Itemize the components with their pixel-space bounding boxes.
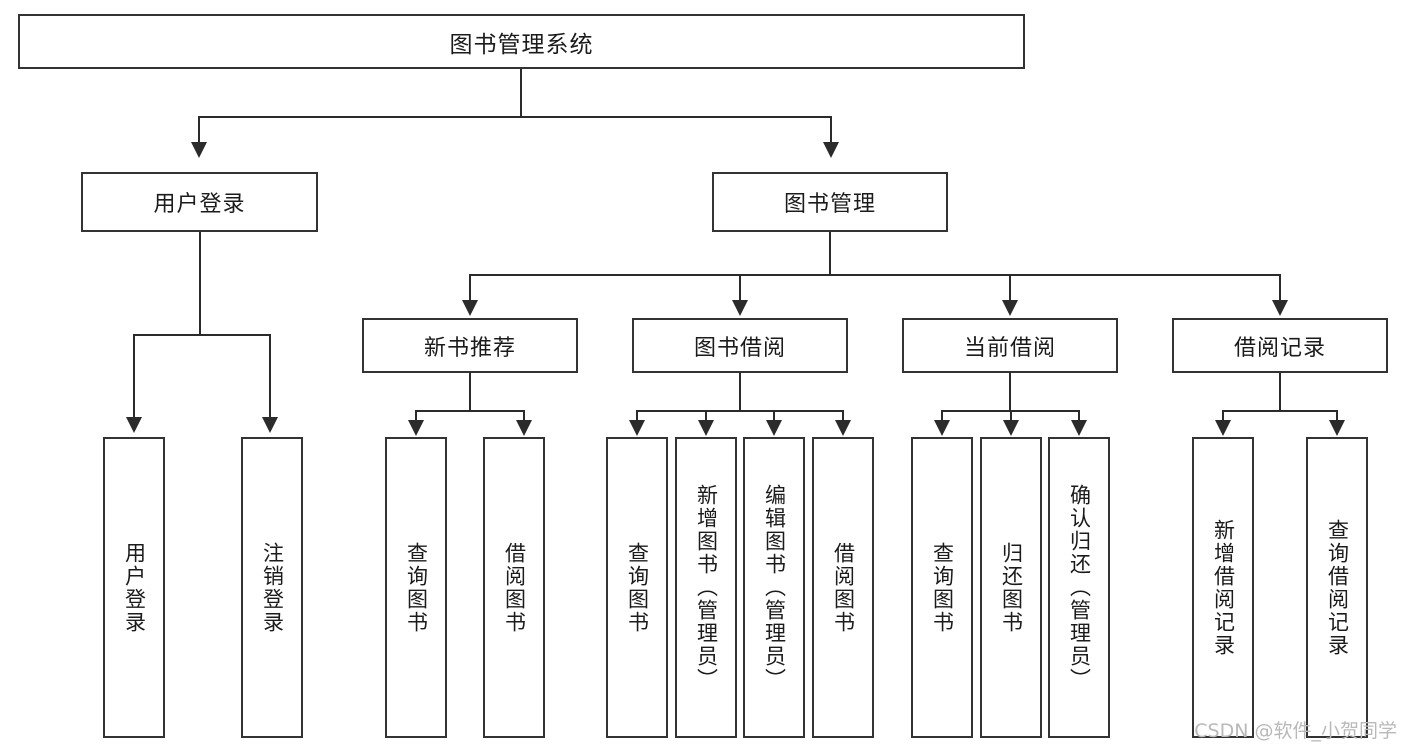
leaf-current-borrow-query[interactable]: 查询图书 (911, 437, 973, 738)
edge-root-bus (198, 116, 832, 118)
edge-book-borrow-bus (636, 410, 844, 412)
arrow-book-manage-to-record (1272, 300, 1288, 316)
edge-root-to-user-login (198, 116, 200, 144)
leaf-user-login-login[interactable]: 用户登录 (103, 437, 165, 738)
leaf-current-borrow-return[interactable]: 归还图书 (980, 437, 1042, 738)
edge-book-manage-to-borrow (739, 274, 741, 302)
edge-book-borrow-to-leaf-3 (773, 410, 775, 423)
arrow-book-borrow-to-leaf-1 (629, 420, 645, 436)
leaf-borrow-record-query[interactable]: 查询借阅记录 (1306, 437, 1368, 738)
edge-book-borrow-to-leaf-1 (636, 410, 638, 423)
node-new-book-recommend[interactable]: 新书推荐 (362, 318, 578, 373)
arrow-book-manage-to-current (1002, 300, 1018, 316)
leaf-borrow-record-add[interactable]: 新增借阅记录 (1192, 437, 1254, 738)
edge-borrow-record-stem (1279, 373, 1281, 410)
edge-current-borrow-stem (1009, 373, 1011, 410)
arrow-borrow-record-to-leaf-1 (1215, 420, 1231, 436)
arrow-root-to-book-manage (823, 142, 839, 158)
node-user-login[interactable]: 用户登录 (81, 172, 318, 232)
arrow-book-manage-to-borrow (732, 300, 748, 316)
edge-root-stem (520, 69, 522, 116)
leaf-book-borrow-add[interactable]: 新增图书（管理员） (675, 437, 737, 738)
node-root-system[interactable]: 图书管理系统 (18, 14, 1025, 69)
edge-book-manage-to-current (1009, 274, 1011, 302)
leaf-current-borrow-confirm-return[interactable]: 确认归还（管理员） (1048, 437, 1110, 738)
arrow-book-borrow-to-leaf-3 (766, 420, 782, 436)
arrow-borrow-record-to-leaf-2 (1329, 420, 1345, 436)
edge-current-borrow-to-leaf-3 (1078, 410, 1080, 423)
node-book-management[interactable]: 图书管理 (712, 172, 948, 232)
node-current-borrow[interactable]: 当前借阅 (902, 318, 1118, 373)
edge-book-borrow-stem (739, 373, 741, 410)
edge-borrow-record-to-leaf-1 (1222, 410, 1224, 423)
edge-book-manage-bus (469, 274, 1281, 276)
arrow-current-borrow-to-leaf-1 (934, 420, 950, 436)
node-book-borrow[interactable]: 图书借阅 (632, 318, 848, 373)
arrow-book-borrow-to-leaf-4 (835, 420, 851, 436)
edge-borrow-record-bus (1222, 410, 1338, 412)
edge-current-borrow-to-leaf-1 (941, 410, 943, 423)
edge-user-login-to-leaf-1 (133, 334, 135, 419)
arrow-book-borrow-to-leaf-2 (698, 420, 714, 436)
csdn-watermark: CSDN @软件_小贺同学 (1194, 720, 1397, 742)
edge-borrow-record-to-leaf-2 (1336, 410, 1338, 423)
edge-user-login-bus (133, 334, 269, 336)
arrow-book-manage-to-new-book (462, 300, 478, 316)
edge-book-borrow-to-leaf-2 (705, 410, 707, 423)
edge-user-login-stem (199, 232, 201, 334)
edge-current-borrow-to-leaf-2 (1010, 410, 1012, 423)
leaf-book-borrow-borrow[interactable]: 借阅图书 (812, 437, 874, 738)
edge-new-book-bus (415, 410, 525, 412)
edge-book-borrow-to-leaf-4 (842, 410, 844, 423)
leaf-book-borrow-query[interactable]: 查询图书 (606, 437, 668, 738)
edge-book-manage-to-new-book (469, 274, 471, 302)
leaf-book-borrow-edit[interactable]: 编辑图书（管理员） (743, 437, 805, 738)
leaf-new-book-borrow[interactable]: 借阅图书 (483, 437, 545, 738)
leaf-new-book-query[interactable]: 查询图书 (385, 437, 447, 738)
arrow-new-book-to-leaf-1 (408, 420, 424, 436)
edge-new-book-to-leaf-1 (415, 410, 417, 423)
arrow-current-borrow-to-leaf-2 (1003, 420, 1019, 436)
arrow-new-book-to-leaf-2 (516, 420, 532, 436)
edge-book-manage-to-record (1279, 274, 1281, 302)
edge-book-manage-stem (829, 232, 831, 274)
edge-new-book-to-leaf-2 (523, 410, 525, 423)
edge-root-to-book-manage (830, 116, 832, 144)
arrow-user-login-to-leaf-2 (262, 417, 278, 433)
node-borrow-record[interactable]: 借阅记录 (1172, 318, 1388, 373)
edge-new-book-stem (469, 373, 471, 410)
leaf-user-login-logout[interactable]: 注销登录 (241, 437, 303, 738)
edge-user-login-to-leaf-2 (269, 334, 271, 419)
arrow-user-login-to-leaf-1 (126, 417, 142, 433)
arrow-current-borrow-to-leaf-3 (1071, 420, 1087, 436)
arrow-root-to-user-login (191, 142, 207, 158)
